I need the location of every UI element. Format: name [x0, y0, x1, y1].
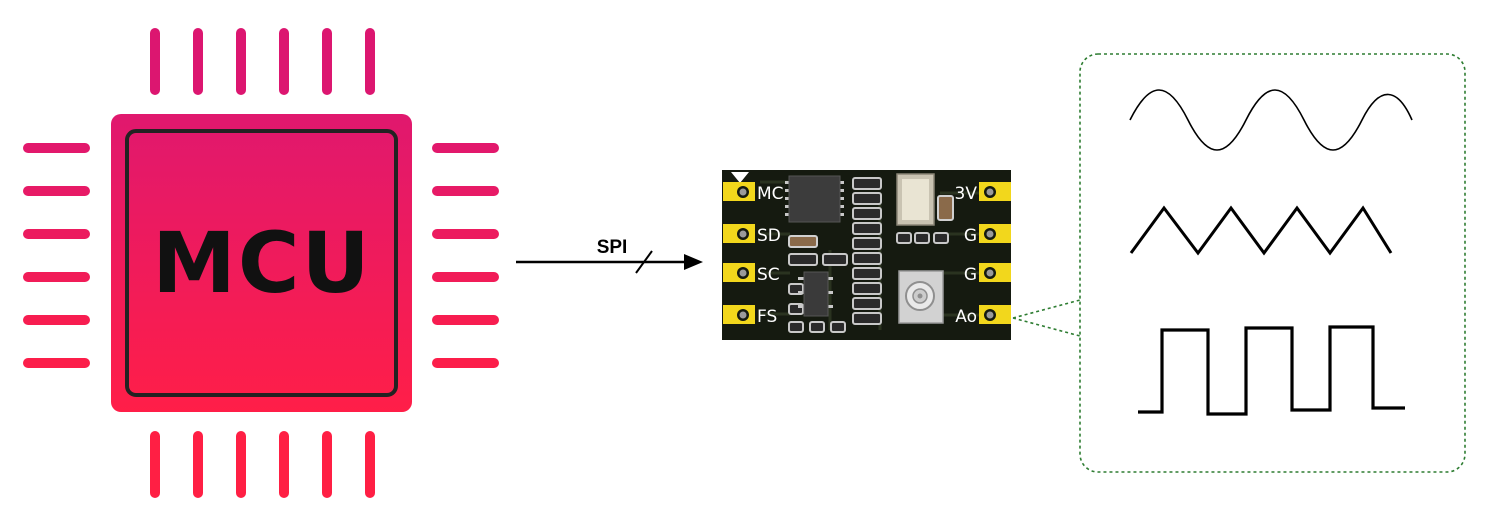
- ufl-connector-icon: [898, 270, 944, 324]
- dac-module-board: MC SD SC FS 3V G G Ao: [722, 170, 1011, 340]
- spi-bus-arrow: SPI: [516, 237, 703, 274]
- pad: [979, 305, 1011, 324]
- smd-resistor: [852, 267, 882, 280]
- pad: [723, 182, 755, 201]
- smd-resistor: [914, 232, 930, 244]
- smd-resistor: [788, 253, 818, 266]
- mcu-pins-left: [23, 143, 90, 368]
- callout-connector: [1012, 299, 1081, 337]
- smd-capacitor: [788, 235, 818, 248]
- mcu-chip: MCU: [23, 28, 499, 498]
- mcu-inner-border: [125, 129, 398, 397]
- pin-label-left-4: FS: [757, 307, 777, 327]
- passive-components: [788, 177, 954, 333]
- triangle-wave-icon: [1129, 205, 1393, 256]
- spi-label: SPI: [597, 237, 628, 258]
- smd-resistor: [852, 222, 882, 235]
- smd-resistor: [852, 282, 882, 295]
- pad: [979, 224, 1011, 243]
- waveform-callout: [1012, 53, 1466, 473]
- smd-resistor: [822, 253, 848, 266]
- pin-label-right-1: 3V: [955, 184, 978, 204]
- sine-wave-icon: [1129, 89, 1413, 151]
- reference-component: [896, 173, 935, 226]
- pin-label-right-2: G: [964, 226, 977, 246]
- pin-label-right-3: G: [964, 265, 977, 285]
- pad: [723, 263, 755, 282]
- smd-capacitor: [937, 195, 954, 221]
- pin-label-left-1: MC: [757, 184, 784, 204]
- smd-resistor: [852, 177, 882, 190]
- smd-resistor: [788, 321, 804, 333]
- pad: [723, 305, 755, 324]
- mcu-pins-right: [432, 143, 499, 368]
- mcu-label: MCU: [152, 214, 371, 312]
- left-pads: [723, 182, 755, 324]
- smd-resistor: [852, 312, 882, 325]
- right-pads: [979, 182, 1011, 324]
- mcu-body: [111, 114, 412, 412]
- pin-label-right-4: Ao: [955, 307, 977, 327]
- square-wave-icon: [1138, 325, 1405, 416]
- pad: [723, 224, 755, 243]
- mcu-pins-bottom: [150, 431, 375, 498]
- smd-resistor: [830, 321, 846, 333]
- smd-resistor: [852, 297, 882, 310]
- pad: [979, 263, 1011, 282]
- smd-resistor: [809, 321, 825, 333]
- smd-resistor: [852, 192, 882, 205]
- smd-resistor: [852, 237, 882, 250]
- smd-resistor: [852, 207, 882, 220]
- smd-resistor: [896, 232, 912, 244]
- pad: [979, 182, 1011, 201]
- dac-ic-chip: [785, 175, 844, 223]
- smd-resistor: [852, 252, 882, 265]
- pin-label-left-2: SD: [757, 226, 781, 246]
- opamp-chip: [798, 271, 833, 317]
- mcu-pins-top: [150, 28, 375, 95]
- arrowhead-icon: [684, 254, 703, 270]
- smd-resistor: [933, 232, 949, 244]
- pin1-marker-icon: [731, 172, 749, 183]
- bus-width-slash: [635, 250, 653, 274]
- callout-box: [1079, 53, 1466, 473]
- pin-label-left-3: SC: [757, 265, 780, 285]
